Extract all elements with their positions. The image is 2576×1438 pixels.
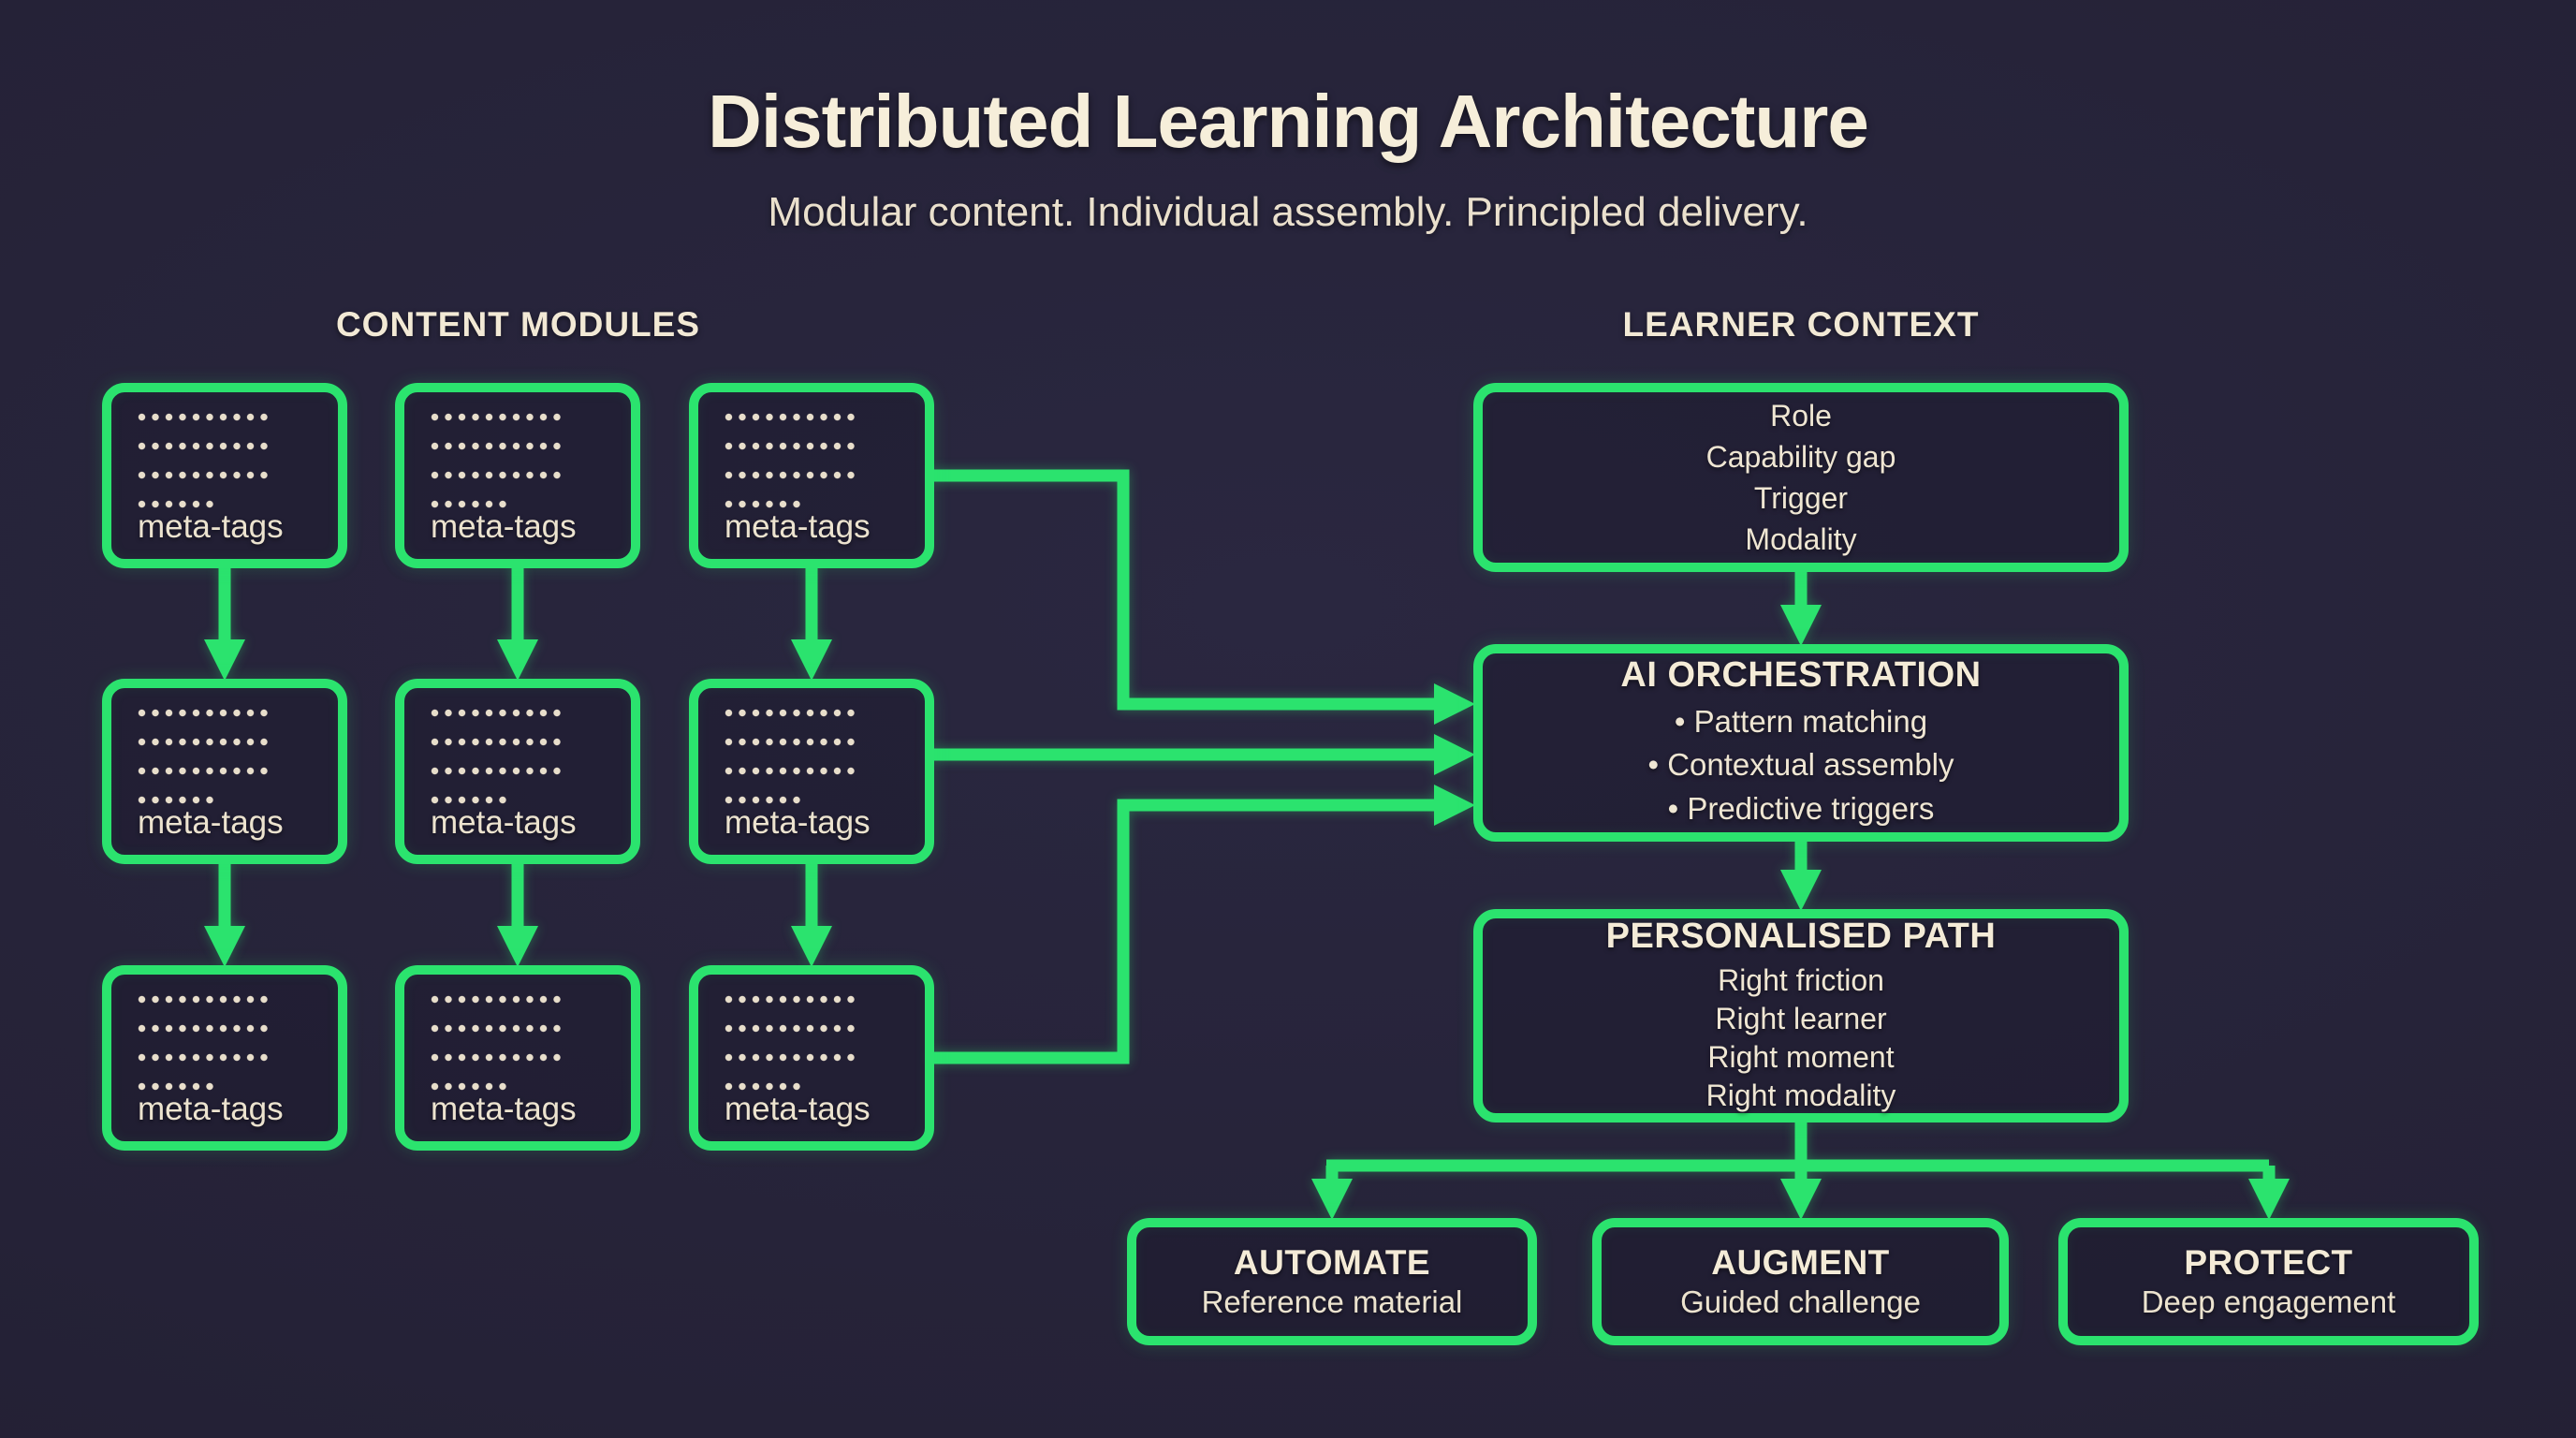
module-meta-tags-label: meta-tags <box>724 804 871 841</box>
placeholder-text-line <box>724 738 861 746</box>
module-meta-tags-label: meta-tags <box>138 1091 284 1127</box>
placeholder-text-line <box>724 1053 861 1062</box>
path-line-right-modality: Right modality <box>1705 1078 1896 1112</box>
placeholder-text-line <box>138 995 274 1004</box>
placeholder-text-line <box>724 413 861 421</box>
path-line-right-moment: Right moment <box>1707 1040 1895 1074</box>
arrow-context-to-orchestration <box>1780 570 1822 646</box>
placeholder-text-line <box>138 1024 274 1033</box>
path-line-right-friction: Right friction <box>1718 963 1884 998</box>
placeholder-text-line <box>431 1053 567 1062</box>
content-module-card: meta-tags <box>689 965 934 1151</box>
page-subtitle: Modular content. Individual assembly. Pr… <box>768 189 1808 235</box>
placeholder-text-line <box>431 709 567 717</box>
orchestration-bullet-pattern-matching: Pattern matching <box>1675 700 1927 743</box>
placeholder-text-line <box>431 1082 507 1091</box>
outcome-subtitle-protect: Deep engagement <box>2141 1284 2396 1319</box>
content-module-card: meta-tags <box>395 679 640 864</box>
placeholder-text-line <box>431 995 567 1004</box>
arrow-col1-row1-to-row2 <box>204 566 245 681</box>
placeholder-text-line <box>724 995 861 1004</box>
arrow-modules-bottom-to-orchestration <box>931 785 1475 1064</box>
placeholder-text-line <box>431 796 507 804</box>
module-meta-tags-label: meta-tags <box>431 508 577 545</box>
outcome-box-automate: AUTOMATE Reference material <box>1127 1218 1537 1345</box>
content-module-card: meta-tags <box>395 965 640 1151</box>
placeholder-text-line <box>724 1082 801 1091</box>
placeholder-text-line <box>431 442 567 450</box>
personalised-path-box: PERSONALISED PATH Right friction Right l… <box>1473 909 2129 1123</box>
placeholder-text-line <box>724 796 801 804</box>
arrow-modules-middle-to-orchestration <box>931 734 1475 775</box>
placeholder-text-line <box>138 796 214 804</box>
placeholder-text-line <box>431 413 567 421</box>
outcome-subtitle-automate: Reference material <box>1201 1284 1463 1319</box>
context-line-trigger: Trigger <box>1753 481 1849 515</box>
module-meta-tags-label: meta-tags <box>724 1091 871 1127</box>
placeholder-text-line <box>431 1024 567 1033</box>
arrow-col2-row2-to-row3 <box>497 862 538 967</box>
module-meta-tags-label: meta-tags <box>138 508 284 545</box>
outcome-title-protect: PROTECT <box>2184 1243 2353 1282</box>
context-line-role: Role <box>1770 398 1832 433</box>
section-heading-learner-context: LEARNER CONTEXT <box>1622 305 1980 344</box>
placeholder-text-line <box>724 1024 861 1033</box>
content-module-card: meta-tags <box>102 383 347 568</box>
module-meta-tags-label: meta-tags <box>138 804 284 841</box>
page-title: Distributed Learning Architecture <box>708 80 1869 163</box>
personalised-path-title: PERSONALISED PATH <box>1605 917 1997 957</box>
path-line-right-learner: Right learner <box>1715 1002 1887 1036</box>
placeholder-text-line <box>138 709 274 717</box>
outcome-box-augment: AUGMENT Guided challenge <box>1592 1218 2009 1345</box>
ai-orchestration-box: AI ORCHESTRATION Pattern matching Contex… <box>1473 644 2129 842</box>
content-module-card: meta-tags <box>689 679 934 864</box>
placeholder-text-line <box>138 767 274 775</box>
context-line-modality: Modality <box>1745 522 1857 557</box>
placeholder-text-line <box>138 471 274 479</box>
placeholder-text-line <box>724 767 861 775</box>
orchestration-bullet-contextual-assembly: Contextual assembly <box>1647 743 1954 786</box>
outcome-subtitle-augment: Guided challenge <box>1680 1284 1921 1319</box>
placeholder-text-line <box>138 442 274 450</box>
content-module-card: meta-tags <box>102 965 347 1151</box>
arrow-col3-row1-to-row2 <box>791 566 832 681</box>
arrow-col2-row1-to-row2 <box>497 566 538 681</box>
placeholder-text-line <box>724 500 801 508</box>
placeholder-text-line <box>724 471 861 479</box>
arrow-path-to-outcomes <box>1311 1121 2290 1220</box>
context-line-capability-gap: Capability gap <box>1705 439 1896 474</box>
content-module-card: meta-tags <box>689 383 934 568</box>
placeholder-text-line <box>431 767 567 775</box>
content-module-card: meta-tags <box>102 679 347 864</box>
outcome-title-automate: AUTOMATE <box>1233 1243 1431 1282</box>
placeholder-text-line <box>724 442 861 450</box>
module-meta-tags-label: meta-tags <box>431 804 577 841</box>
section-heading-content-modules: CONTENT MODULES <box>335 305 701 344</box>
outcome-title-augment: AUGMENT <box>1711 1243 1890 1282</box>
placeholder-text-line <box>431 500 507 508</box>
orchestration-bullet-predictive-triggers: Predictive triggers <box>1668 787 1934 830</box>
placeholder-text-line <box>431 471 567 479</box>
arrow-col3-row2-to-row3 <box>791 862 832 967</box>
outcome-box-protect: PROTECT Deep engagement <box>2058 1218 2479 1345</box>
placeholder-text-line <box>724 709 861 717</box>
ai-orchestration-title: AI ORCHESTRATION <box>1620 655 1982 696</box>
placeholder-text-line <box>138 1082 214 1091</box>
arrow-col1-row2-to-row3 <box>204 862 245 967</box>
learner-context-box: Role Capability gap Trigger Modality <box>1473 383 2129 572</box>
placeholder-text-line <box>138 413 274 421</box>
arrow-modules-top-to-orchestration <box>931 469 1475 725</box>
placeholder-text-line <box>138 500 214 508</box>
module-meta-tags-label: meta-tags <box>431 1091 577 1127</box>
placeholder-text-line <box>431 738 567 746</box>
placeholder-text-line <box>138 738 274 746</box>
content-module-card: meta-tags <box>395 383 640 568</box>
arrow-orchestration-to-path <box>1780 840 1822 911</box>
module-meta-tags-label: meta-tags <box>724 508 871 545</box>
placeholder-text-line <box>138 1053 274 1062</box>
